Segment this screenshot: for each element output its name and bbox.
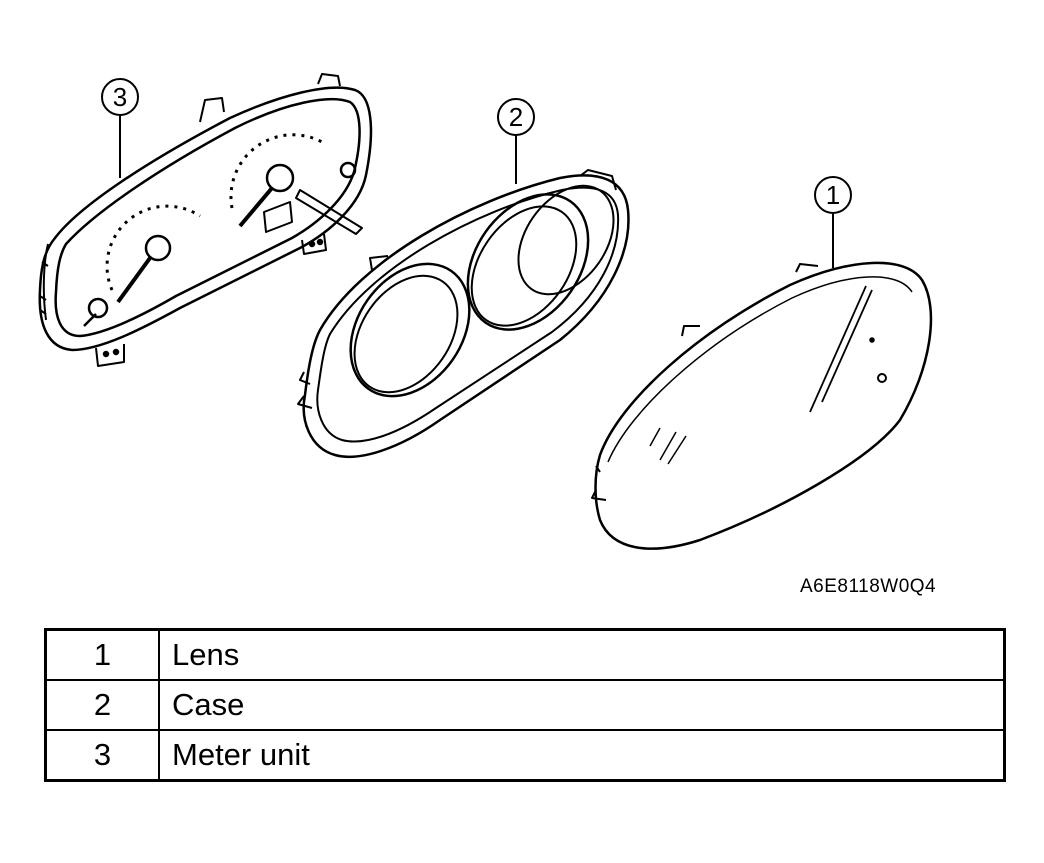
figure-code: A6E8118W0Q4 (800, 576, 937, 597)
callout-2-label: 2 (509, 102, 523, 132)
parts-table: 1 Lens 2 Case 3 Meter unit (44, 628, 1006, 782)
lens-illustration (591, 261, 933, 550)
part-number: 3 (44, 729, 160, 782)
meter-unit-illustration (38, 73, 373, 367)
part-name: Lens (158, 628, 1006, 681)
callout-2: 2 (497, 98, 535, 184)
case-illustration (297, 169, 630, 459)
part-number: 1 (44, 628, 160, 681)
callout-3: 3 (101, 78, 139, 178)
part-name: Meter unit (158, 729, 1006, 782)
callout-1-label: 1 (826, 180, 840, 210)
part-name: Case (158, 679, 1006, 731)
exploded-view-diagram: 3 2 (38, 73, 933, 550)
callout-3-label: 3 (113, 82, 127, 112)
callout-1: 1 (814, 176, 852, 268)
table-row: 3 Meter unit (44, 729, 1006, 782)
table-row: 2 Case (44, 679, 1006, 731)
table-row: 1 Lens (44, 628, 1006, 681)
part-number: 2 (44, 679, 160, 731)
